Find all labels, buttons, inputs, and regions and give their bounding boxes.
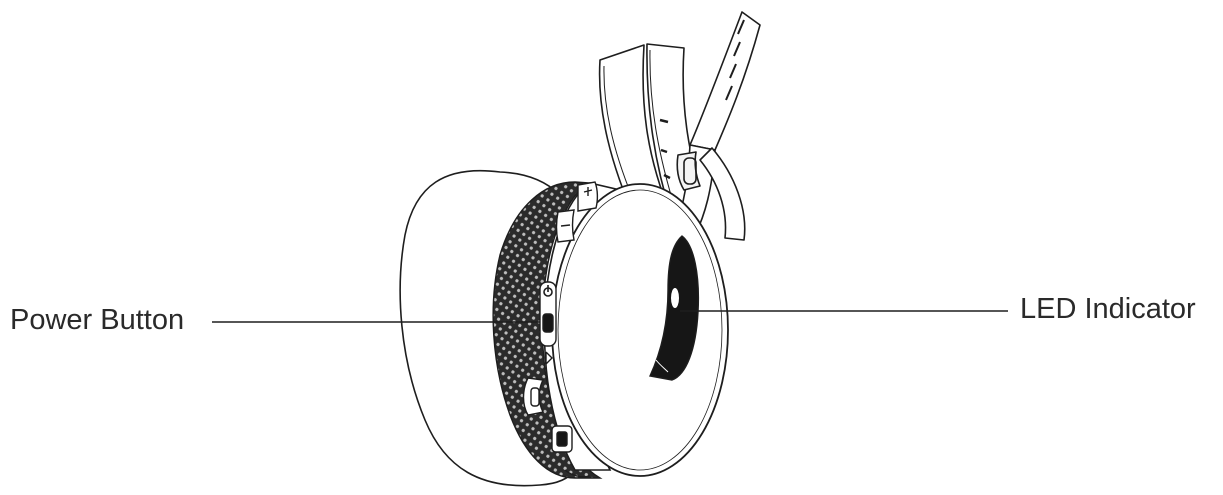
earcup-plate — [551, 183, 729, 477]
side-button — [522, 377, 545, 416]
boom-arm — [674, 11, 761, 241]
led-indicator-label: LED Indicator — [1020, 293, 1196, 325]
volume-down-button — [555, 209, 575, 243]
volume-up-button — [577, 181, 599, 212]
led-indicator — [648, 235, 700, 381]
power-switch — [539, 281, 557, 365]
usb-port — [551, 425, 573, 453]
power-button-label: Power Button — [10, 304, 185, 336]
